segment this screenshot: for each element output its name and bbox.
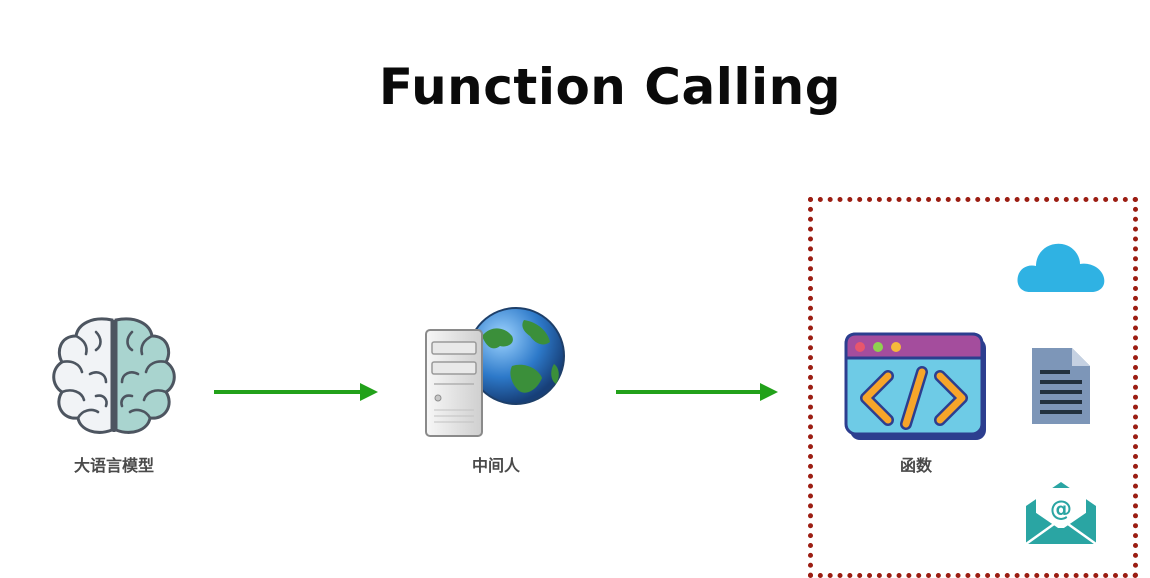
llm-node [48,312,180,438]
functions-group-box [808,197,1138,578]
middleman-node [420,306,570,442]
llm-label: 大语言模型 [73,456,154,475]
cloud-icon [1017,243,1105,292]
code-window-icon [844,332,986,440]
functions-label: 函数 [899,456,932,475]
document-icon [1032,348,1090,424]
arrow-llm-to-middleman [214,383,378,401]
page-title: Function Calling [378,58,842,116]
svg-text:@: @ [1050,497,1072,522]
tool-cloud [1016,236,1106,294]
functions-node [842,330,990,442]
arrow-middleman-to-functions [616,383,778,401]
email-icon: @ [1025,482,1097,546]
brain-icon [52,317,176,434]
middleman-label: 中间人 [471,456,520,475]
tool-email: @ [1024,478,1098,546]
tool-document [1030,346,1092,426]
server-globe-icon [425,307,565,437]
